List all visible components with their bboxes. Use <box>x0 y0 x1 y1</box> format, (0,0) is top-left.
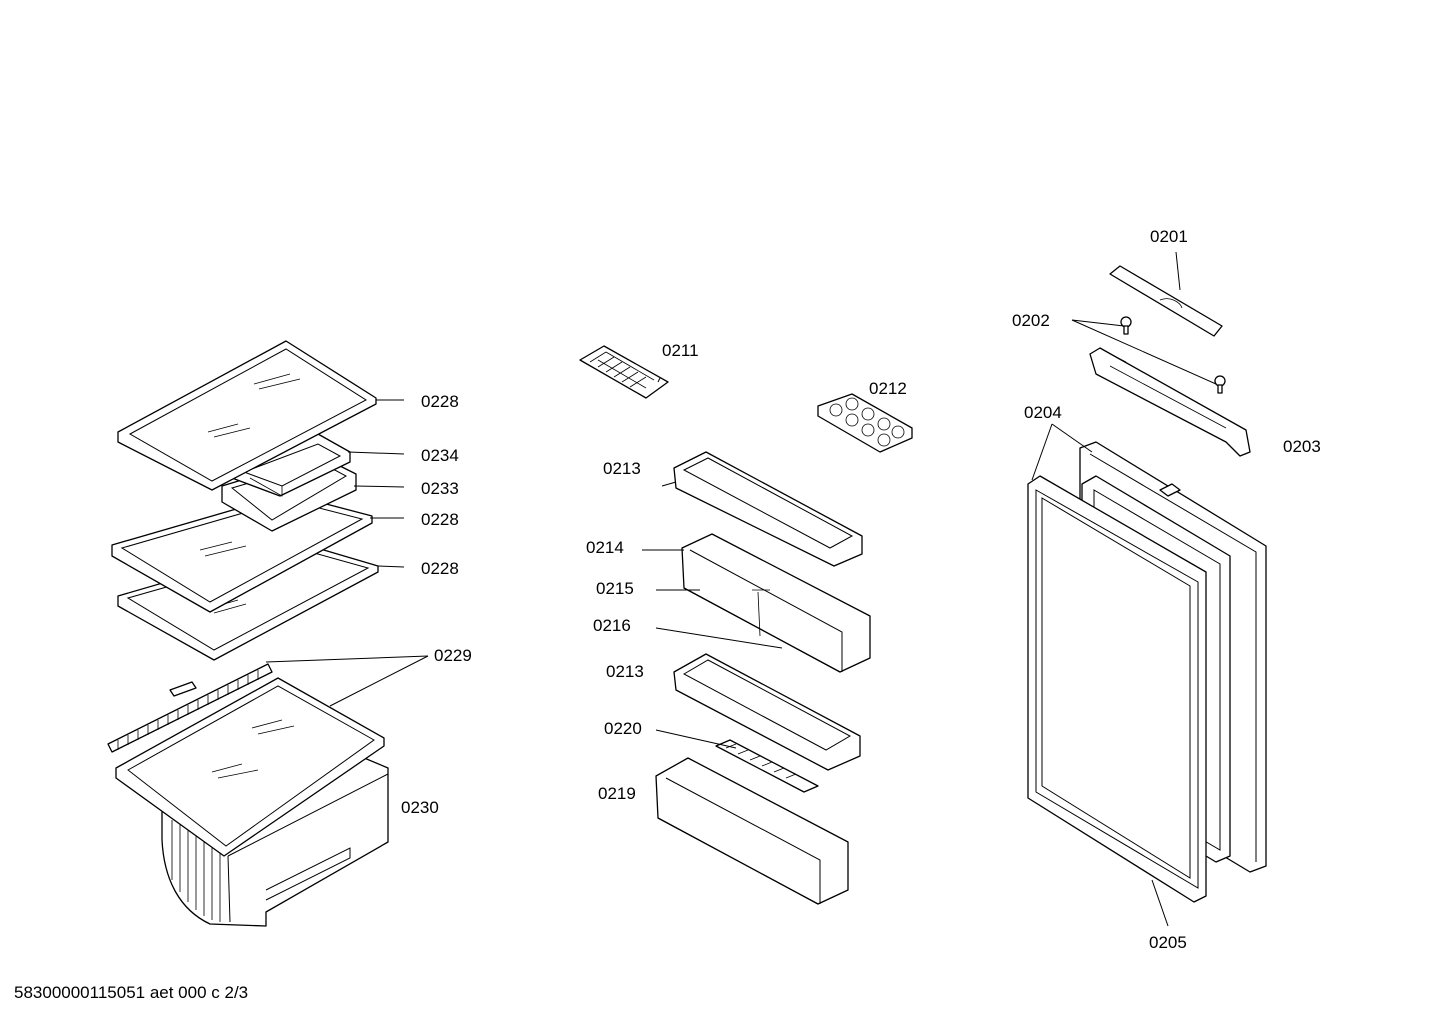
hinge-bracket-0203 <box>1089 347 1251 457</box>
large-door-bin-0219 <box>655 757 849 905</box>
screw-0202-b <box>1214 375 1226 394</box>
drawing-reference-number: 58300000115051 aet 000 c 2/3 <box>14 983 248 1002</box>
label-0212: 0212 <box>869 379 907 398</box>
label-0203: 0203 <box>1283 437 1321 456</box>
glass-shelf-0228-top <box>117 340 377 491</box>
label-0204: 0204 <box>1024 403 1062 422</box>
label-0234: 0234 <box>421 446 459 465</box>
egg-tray-0212 <box>817 393 913 453</box>
label-0233: 0233 <box>421 479 459 498</box>
crisper-glass-cover <box>115 677 385 857</box>
label-0202: 0202 <box>1012 311 1050 330</box>
label-0228-bottom: 0228 <box>421 559 459 578</box>
label-0214: 0214 <box>586 538 624 557</box>
door-handle-0201 <box>1109 265 1223 337</box>
bin-divider-0220 <box>715 739 819 793</box>
leader-lines <box>265 251 1217 927</box>
label-0228-middle: 0228 <box>421 510 459 529</box>
label-0216: 0216 <box>593 616 631 635</box>
door-gasket-0204 <box>1027 475 1207 903</box>
ice-tray-0211 <box>579 345 669 399</box>
bottle-bin-0214 <box>681 533 871 673</box>
screw-0202-a <box>1120 316 1132 335</box>
door-bin-0213-top <box>673 451 863 567</box>
part-labels: 0228 0234 0233 0228 0228 0229 0230 0211 … <box>401 227 1321 952</box>
label-0201: 0201 <box>1150 227 1188 246</box>
label-0211: 0211 <box>662 341 699 360</box>
label-0205: 0205 <box>1149 933 1187 952</box>
label-0215: 0215 <box>596 579 634 598</box>
bottle-rack-0229 <box>107 663 273 753</box>
label-0219: 0219 <box>598 784 636 803</box>
label-0213-lower: 0213 <box>606 662 644 681</box>
label-0230: 0230 <box>401 798 439 817</box>
label-0220: 0220 <box>604 719 642 738</box>
label-0213-top: 0213 <box>603 459 641 478</box>
label-0228-top: 0228 <box>421 392 459 411</box>
label-0229: 0229 <box>434 646 472 665</box>
door-bin-0213-lower <box>673 653 861 771</box>
